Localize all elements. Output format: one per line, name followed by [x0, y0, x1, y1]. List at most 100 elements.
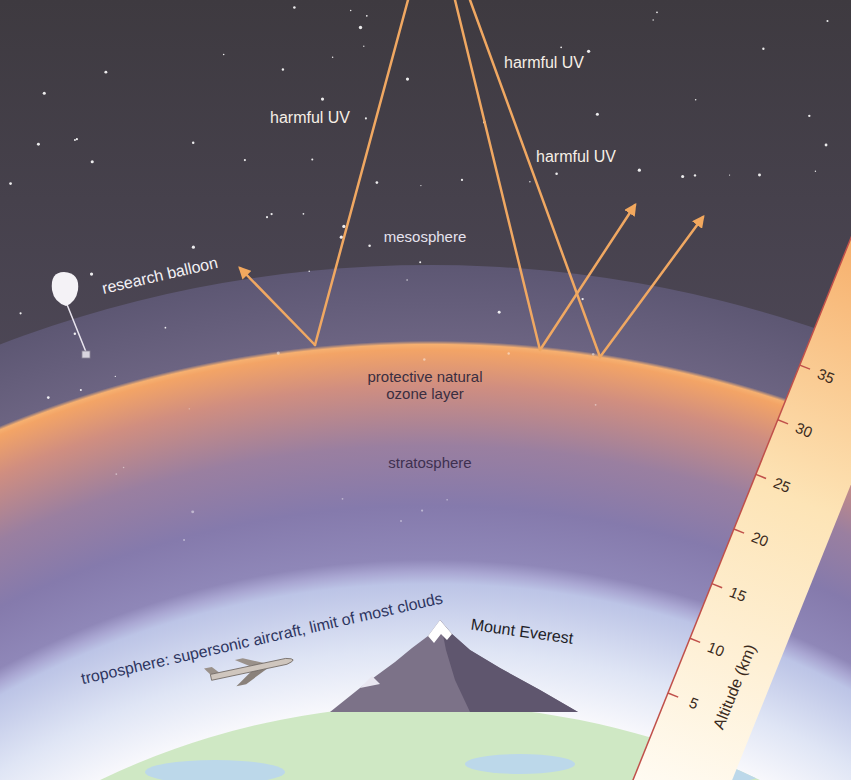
- uv-ray: [315, 0, 408, 345]
- scale-number: 25: [771, 474, 793, 496]
- scale-number: 25: [771, 474, 793, 496]
- star: [104, 71, 107, 74]
- scale-number: 30: [793, 419, 815, 441]
- star: [244, 159, 246, 161]
- star: [825, 144, 828, 147]
- scale-tick: [690, 638, 700, 642]
- star: [758, 174, 761, 177]
- scale-number: 15: [727, 583, 749, 605]
- star: [189, 408, 190, 409]
- scale-tick: [668, 693, 678, 697]
- star: [266, 216, 268, 218]
- scale-tick: [712, 584, 722, 588]
- scale-number: 20: [749, 528, 771, 550]
- mesosphere-band: mesosphere: [384, 228, 467, 245]
- star: [308, 271, 310, 273]
- star: [695, 99, 697, 101]
- star: [90, 272, 93, 275]
- scale-ticks: [668, 365, 810, 697]
- star: [19, 312, 21, 314]
- star: [638, 169, 641, 172]
- star: [192, 246, 195, 249]
- star: [74, 332, 76, 334]
- altitude-scale: [611, 112, 851, 780]
- layer-name: protective natural ozone layer: [364, 368, 486, 403]
- scale-number: 15: [727, 583, 749, 605]
- star: [587, 50, 590, 53]
- star: [694, 174, 696, 176]
- layer-name: stratosphere: [388, 454, 471, 471]
- star: [729, 174, 730, 175]
- uv-ray: [470, 0, 600, 357]
- troposphere-band: troposphere: supersonic aircraft, limit …: [80, 589, 445, 688]
- balloon: [52, 272, 78, 306]
- star: [277, 351, 280, 354]
- star: [581, 298, 583, 300]
- star: [365, 117, 367, 119]
- star: [762, 48, 764, 50]
- star: [815, 171, 816, 172]
- reflected-uv-arrow: [240, 268, 315, 345]
- star: [303, 213, 305, 215]
- reflected-uv-arrow: [600, 217, 703, 357]
- star: [91, 160, 94, 163]
- star: [342, 225, 345, 228]
- scale-number: 10: [705, 638, 727, 660]
- balloon-label: research balloon: [100, 254, 219, 299]
- star: [293, 6, 296, 9]
- star: [529, 181, 530, 182]
- star: [406, 78, 409, 81]
- scale-number: 10: [705, 638, 727, 660]
- scale-axis: [611, 112, 851, 780]
- star: [115, 376, 116, 377]
- star: [342, 498, 344, 500]
- star: [192, 142, 194, 144]
- ozone-layer-band: protective natural ozone layer: [364, 368, 486, 403]
- star: [406, 279, 407, 280]
- star: [270, 213, 272, 215]
- scale-bar: [611, 112, 851, 780]
- research-balloon: [52, 272, 90, 358]
- snow-cap: [360, 676, 380, 688]
- star: [419, 261, 421, 263]
- snow-cap: [428, 620, 452, 643]
- star: [115, 473, 117, 475]
- star: [76, 138, 78, 140]
- star: [321, 97, 324, 100]
- water: [145, 760, 285, 780]
- water: [465, 754, 575, 774]
- uv-label: harmful UV: [270, 109, 350, 127]
- star: [560, 46, 562, 48]
- balloon-label: research balloon: [100, 254, 219, 299]
- star: [376, 181, 379, 184]
- star: [9, 182, 12, 185]
- star: [363, 46, 364, 47]
- star: [74, 139, 76, 141]
- star: [191, 510, 194, 513]
- stratosphere-band: stratosphere: [388, 454, 471, 471]
- uv-label: harmful UV: [504, 54, 584, 72]
- atmosphere-bands: [0, 265, 851, 780]
- stars: [9, 6, 828, 541]
- scale-number: 5: [687, 694, 701, 713]
- star: [223, 54, 225, 56]
- star: [282, 68, 284, 70]
- scale-tick: [778, 420, 788, 424]
- star: [808, 115, 810, 117]
- star: [368, 245, 370, 247]
- star: [421, 509, 423, 511]
- scale-number: 5: [687, 694, 701, 713]
- uv-label: harmful UV: [270, 109, 350, 127]
- star: [80, 389, 82, 391]
- uv-rays: [240, 0, 703, 357]
- scale-number: 35: [815, 364, 837, 386]
- star: [592, 353, 594, 355]
- scale-tick: [800, 365, 810, 369]
- mountain-label: Mount Everest: [470, 616, 575, 649]
- star: [400, 520, 402, 522]
- star: [37, 143, 40, 146]
- star: [359, 26, 362, 29]
- star: [332, 56, 333, 57]
- star: [498, 311, 501, 314]
